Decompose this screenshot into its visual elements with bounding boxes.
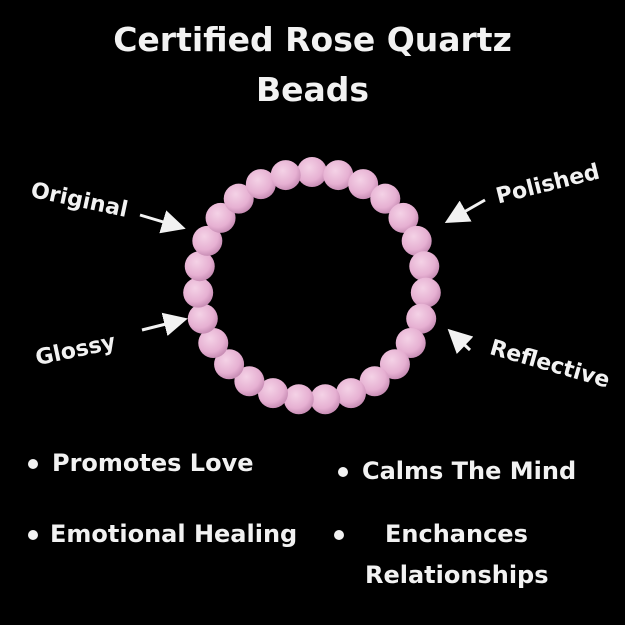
bead [198,328,229,358]
benefit-enchances: Enchances [385,520,528,548]
bead [310,384,341,415]
bead [187,303,218,334]
title-line-1: Certified Rose Quartz [113,20,512,59]
arrow-reflective [447,328,474,355]
bead [370,183,401,214]
bead [192,225,223,256]
bullet-dot [334,530,344,540]
bead [270,160,301,191]
bullet-dot [338,467,348,477]
bead [359,366,390,397]
arrow-original [139,210,186,234]
arrow-glossy [141,312,188,337]
bead [388,202,419,233]
bead [223,183,254,214]
bullet-dot [28,459,38,469]
bead [245,169,276,200]
title-line-2: Beads [255,70,370,109]
bead [379,349,410,380]
bead [335,378,366,409]
bead [297,157,327,187]
bullet-dot [28,530,38,540]
bead [258,378,289,409]
bead [184,251,215,282]
bead [406,303,437,334]
bead [205,202,236,233]
bead [410,277,441,308]
bead [183,277,214,308]
bead [234,366,265,397]
bead [323,160,354,191]
bead [214,349,245,380]
benefit-promotes-love: Promotes Love [52,449,254,477]
bead [348,169,379,200]
benefit-emotional-healing: Emotional Healing [50,520,298,548]
arrow-polished [444,198,486,223]
benefit-relationships: Relationships [365,561,549,589]
bead [409,251,440,282]
bead [401,225,432,256]
bead [395,328,426,358]
benefit-calms-mind: Calms The Mind [362,457,577,485]
bead [283,384,314,415]
